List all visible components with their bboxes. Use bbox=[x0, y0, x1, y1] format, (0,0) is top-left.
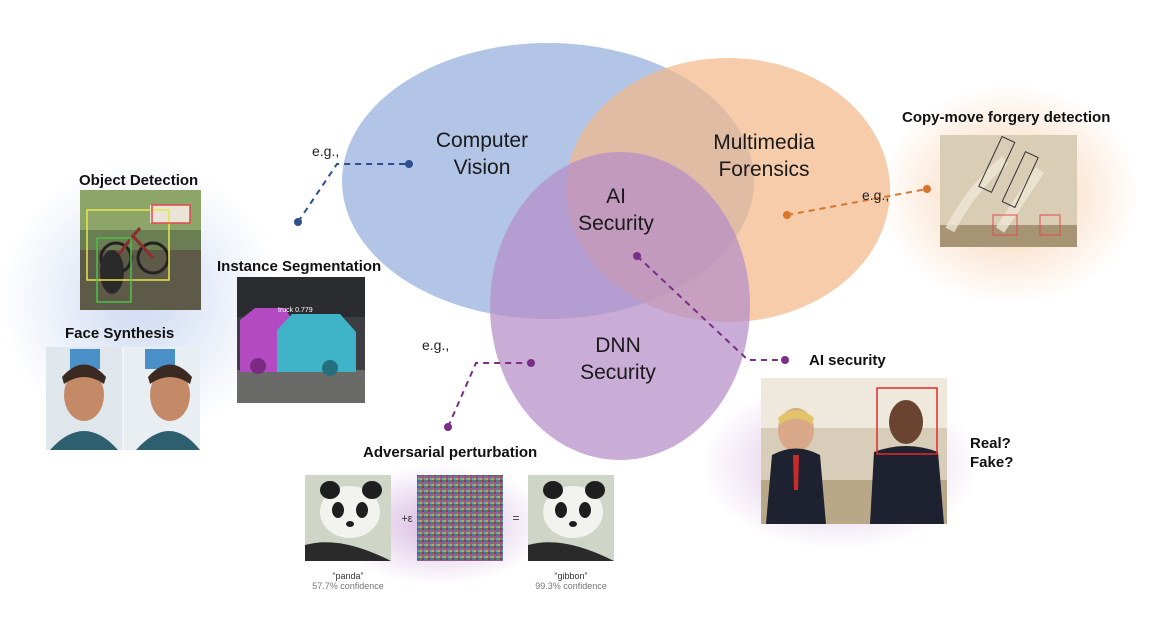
equals-sign: = bbox=[512, 511, 519, 525]
dot bbox=[527, 359, 535, 367]
dot bbox=[633, 252, 641, 260]
ai-security-image bbox=[761, 378, 947, 524]
eg-mf: e.g., bbox=[862, 187, 890, 203]
fake-question: Fake? bbox=[970, 454, 1014, 471]
panda-caption: “panda” 57.7% confidence bbox=[298, 571, 398, 591]
object-detection-title: Object Detection bbox=[79, 172, 199, 189]
instance-segmentation-title: Instance Segmentation bbox=[217, 258, 382, 275]
dot bbox=[923, 185, 931, 193]
dot bbox=[444, 423, 452, 431]
copy-move-title: Copy-move forgery detection bbox=[902, 109, 1111, 126]
ai-connector bbox=[636, 255, 785, 361]
dot bbox=[405, 160, 413, 168]
real-fake-question: Real? Fake? bbox=[970, 434, 1013, 472]
face-synthesis-image bbox=[46, 347, 200, 450]
real-question: Real? bbox=[970, 435, 1011, 452]
gibbon-confidence: 99.3% confidence bbox=[535, 581, 607, 591]
dnn-ellipse bbox=[490, 152, 750, 460]
eg-dnn: e.g., bbox=[422, 337, 450, 353]
adversarial-title: Adversarial perturbation bbox=[363, 444, 538, 461]
face-synthesis-title: Face Synthesis bbox=[65, 325, 175, 342]
instance-segmentation-image: truck 0.779 bbox=[237, 277, 365, 403]
panda-label: “panda” bbox=[332, 571, 364, 581]
eg-cv: e.g., bbox=[312, 143, 340, 159]
gibbon-label: “gibbon” bbox=[554, 571, 588, 581]
mf-connector bbox=[786, 188, 928, 216]
connectors bbox=[297, 163, 928, 428]
dot bbox=[781, 356, 789, 364]
panda-left-image bbox=[305, 475, 391, 561]
noise-image bbox=[417, 475, 503, 561]
panda-confidence: 57.7% confidence bbox=[312, 581, 384, 591]
gibbon-caption: “gibbon” 99.3% confidence bbox=[521, 571, 621, 591]
cv-connector bbox=[297, 163, 409, 223]
svg-text:truck 0.779: truck 0.779 bbox=[278, 307, 313, 314]
plus-epsilon: +ε bbox=[401, 513, 412, 525]
dot bbox=[294, 218, 302, 226]
panda-right-image bbox=[528, 475, 614, 561]
object-detection-image bbox=[80, 190, 201, 310]
dot bbox=[783, 211, 791, 219]
copy-move-image bbox=[940, 135, 1077, 247]
dnn-connector bbox=[447, 362, 531, 428]
ai-security-title: AI security bbox=[809, 352, 886, 369]
